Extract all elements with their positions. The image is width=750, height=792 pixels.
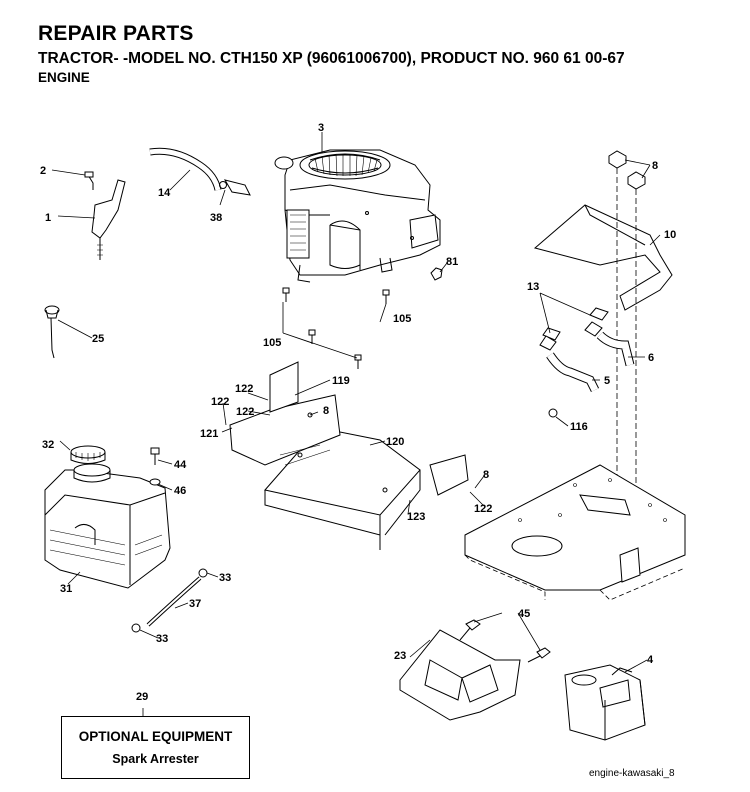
callout-33-upper: 33 <box>219 572 231 584</box>
callout-14: 14 <box>158 187 171 199</box>
figure-id: engine-kawasaki_8 <box>589 768 675 779</box>
arrester-shield-drawing <box>399 619 551 721</box>
callout-31: 31 <box>60 583 72 595</box>
callout-105-left: 105 <box>263 337 281 349</box>
callout-46: 46 <box>174 485 186 497</box>
callout-10: 10 <box>664 229 676 241</box>
optional-equipment-box: OPTIONAL EQUIPMENT Spark Arrester <box>61 716 250 779</box>
callout-121: 121 <box>200 428 218 440</box>
callout-8-right: 8 <box>483 469 489 481</box>
callout-23: 23 <box>394 650 406 662</box>
engine-screws-drawing <box>282 267 443 369</box>
optional-equipment-item: Spark Arrester <box>112 752 199 766</box>
tractor-frame-drawing <box>464 464 686 601</box>
callout-13: 13 <box>527 281 539 293</box>
heat-shield-drawing <box>533 204 673 311</box>
callout-44: 44 <box>174 459 187 471</box>
model-subtitle: TRACTOR- -MODEL NO. CTH150 XP (960610067… <box>38 50 625 67</box>
callout-37: 37 <box>189 598 201 610</box>
callout-105-right: 105 <box>393 313 411 325</box>
fuel-hose-drawing <box>149 147 251 196</box>
muffler-drawing <box>564 664 646 741</box>
page-title: REPAIR PARTS <box>38 22 194 45</box>
callout-3: 3 <box>318 122 324 134</box>
callout-81: 81 <box>446 256 458 268</box>
callout-8-top: 8 <box>652 160 658 172</box>
callout-122-c: 122 <box>236 406 254 418</box>
callout-5: 5 <box>604 375 610 387</box>
callout-33-lower: 33 <box>156 633 168 645</box>
callout-4: 4 <box>647 654 654 666</box>
callout-116: 116 <box>570 421 588 433</box>
callout-8-support: 8 <box>323 405 329 417</box>
callout-32: 32 <box>42 439 54 451</box>
screw-washer-drawing <box>149 447 161 486</box>
callout-25: 25 <box>92 333 104 345</box>
fuel-line-drawing <box>131 568 208 633</box>
fuel-tank-drawing <box>44 463 171 589</box>
callout-123: 123 <box>407 511 425 523</box>
throttle-bracket-drawing <box>84 171 126 260</box>
leader-lines <box>51 132 661 716</box>
callout-45: 45 <box>518 608 530 620</box>
callout-122-a: 122 <box>235 383 253 395</box>
callout-29: 29 <box>136 691 148 703</box>
callout-numbers: 2 1 3 4 5 6 8 8 8 10 13 14 23 25 29 31 3… <box>40 122 676 703</box>
top-bolts-drawing <box>608 150 646 500</box>
callout-1: 1 <box>45 212 51 224</box>
gas-cap-drawing <box>70 445 106 464</box>
callout-38: 38 <box>210 212 222 224</box>
section-title: ENGINE <box>38 70 90 85</box>
callout-2: 2 <box>40 165 46 177</box>
callout-120: 120 <box>386 436 404 448</box>
engine-support-drawing <box>229 361 469 550</box>
exhaust-drawing <box>539 307 635 418</box>
optional-equipment-title: OPTIONAL EQUIPMENT <box>78 729 233 744</box>
dipstick-drawing <box>44 305 60 359</box>
callout-122-d: 122 <box>474 503 492 515</box>
callout-119: 119 <box>332 375 350 387</box>
callout-122-b: 122 <box>211 396 229 408</box>
callout-6: 6 <box>648 352 654 364</box>
engine-drawing <box>274 149 441 283</box>
